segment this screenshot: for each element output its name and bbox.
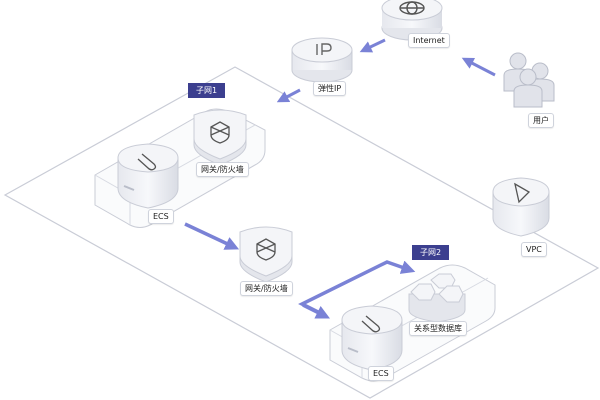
ecs-clip-icon bbox=[361, 315, 381, 333]
vpc-label: VPC bbox=[521, 242, 547, 257]
ecs1-node bbox=[117, 143, 179, 209]
ecs2-label: ECS bbox=[368, 366, 394, 381]
eip-label: 弹性IP bbox=[313, 81, 347, 96]
ecs2-node bbox=[341, 305, 403, 371]
gateway2-node bbox=[239, 226, 293, 283]
shield-icon bbox=[256, 238, 276, 261]
gateway2-label: 网关/防火墙 bbox=[240, 281, 293, 296]
eip-node bbox=[291, 37, 353, 83]
vpc-boundary bbox=[3, 66, 600, 399]
arrow-gateway2-to-subnet2 bbox=[302, 303, 331, 319]
subnet2-tag: 子网2 bbox=[412, 245, 450, 260]
arrow-users-to-internet bbox=[461, 57, 496, 77]
vpc-node bbox=[492, 177, 550, 237]
eip-icon bbox=[316, 43, 332, 55]
arrow-eip-to-subnet1 bbox=[276, 88, 301, 103]
subnet1-tag: 子网1 bbox=[188, 83, 226, 98]
internet-label: Internet bbox=[408, 33, 450, 48]
arrow-ecs-to-gateway2 bbox=[184, 222, 240, 250]
gateway1-node bbox=[193, 109, 247, 166]
database-hex-icon bbox=[408, 273, 466, 323]
vpc-triangle-icon bbox=[514, 182, 531, 204]
arrow-internet-to-eip bbox=[359, 38, 386, 53]
gateway1-label: 网关/防火墙 bbox=[196, 162, 249, 177]
internet-node bbox=[381, 0, 443, 41]
users-icon bbox=[503, 52, 555, 108]
ecs-clip-icon bbox=[137, 153, 157, 171]
users-label: 用户 bbox=[528, 113, 554, 128]
db-label: 关系型数据库 bbox=[409, 321, 467, 336]
ecs1-label: ECS bbox=[148, 209, 174, 224]
globe-icon bbox=[399, 1, 425, 15]
shield-icon bbox=[210, 121, 230, 144]
